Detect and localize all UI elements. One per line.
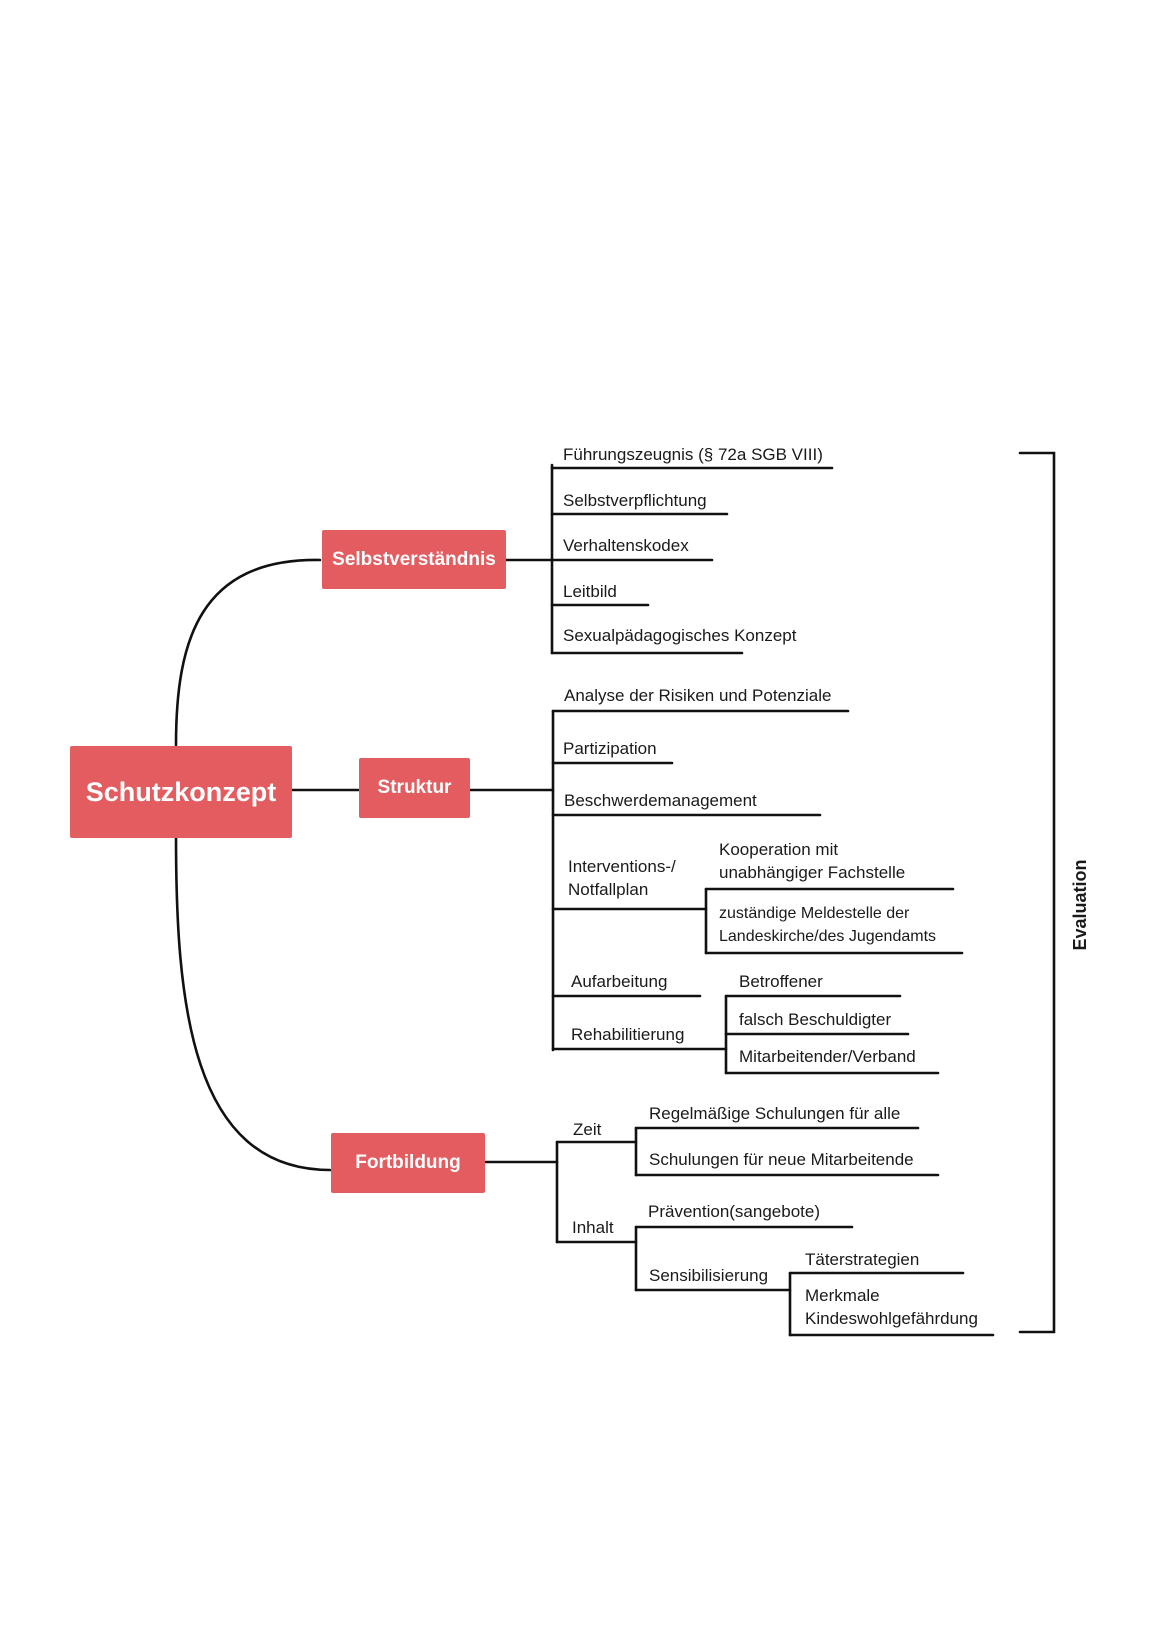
branch-node-struktur: Struktur (359, 758, 470, 818)
inhalt-label: Inhalt (572, 1218, 614, 1237)
struktur-item: Partizipation (563, 739, 657, 758)
branch-label-fortbildung: Fortbildung (355, 1152, 461, 1173)
struktur-item: Beschwerdemanagement (564, 791, 757, 810)
root-label: Schutzkonzept (85, 776, 277, 807)
intervention-line: Interventions-/ (568, 857, 676, 876)
intervention-line: Notfallplan (568, 880, 649, 899)
aufarbeitung-label: Aufarbeitung (571, 972, 668, 991)
intervention-sub-item: zuständige Meldestelle der Landeskirche/… (719, 902, 936, 948)
branch-node-fortbildung: Fortbildung (331, 1133, 485, 1193)
selbst-item: Führungszeugnis (§ 72a SGB VIII) (563, 445, 823, 464)
reha-sub-item: Mitarbeitender/Verband (739, 1047, 916, 1066)
root-node: Schutzkonzept (70, 746, 292, 838)
zeit-label: Zeit (573, 1120, 602, 1139)
selbst-item: Leitbild (563, 582, 617, 601)
reha-sub-item: falsch Beschuldigter (739, 1010, 892, 1029)
rehabilitierung-label: Rehabilitierung (571, 1025, 685, 1044)
intervention-sub-line: unabhängiger Fachstelle (719, 863, 906, 882)
selbst-item: Selbstverpflichtung (563, 491, 707, 510)
intervention-sub-line: Kooperation mit (719, 840, 839, 859)
sens-sub-line: Kindeswohlgefährdung (805, 1309, 978, 1328)
zeit-sub-item: Regelmäßige Schulungen für alle (649, 1104, 901, 1123)
intervention-sub-item: Kooperation mit unabhängiger Fachstelle (719, 838, 905, 884)
branch-label-struktur: Struktur (377, 777, 452, 798)
zeit-sub-item: Schulungen für neue Mitarbeitende (649, 1150, 914, 1169)
reha-sub-item: Betroffener (739, 972, 823, 991)
branch-label-selbstverstaendnis: Selbstverständnis (332, 548, 496, 570)
intervention-sub-line: Landeskirche/des Jugendamts (719, 928, 937, 945)
intervention-label: Interventions-/ Notfallplan (568, 855, 676, 901)
branch-node-selbstverstaendnis: Selbstverständnis (322, 530, 506, 589)
struktur-item: Analyse der Risiken und Potenziale (564, 686, 832, 705)
evaluation-label: Evaluation (1070, 859, 1090, 951)
praevention-label: Prävention(sangebote) (648, 1202, 821, 1221)
selbst-item: Sexualpädagogisches Konzept (563, 626, 797, 645)
sensibilisierung-label: Sensibilisierung (649, 1266, 769, 1285)
intervention-sub-line: zuständige Meldestelle der (719, 905, 910, 922)
selbst-item: Verhaltenskodex (563, 536, 689, 555)
sens-sub-item: Täterstrategien (805, 1250, 920, 1269)
sens-sub-item: Merkmale Kindeswohlgefährdung (805, 1284, 978, 1330)
sens-sub-line: Merkmale (805, 1286, 880, 1305)
